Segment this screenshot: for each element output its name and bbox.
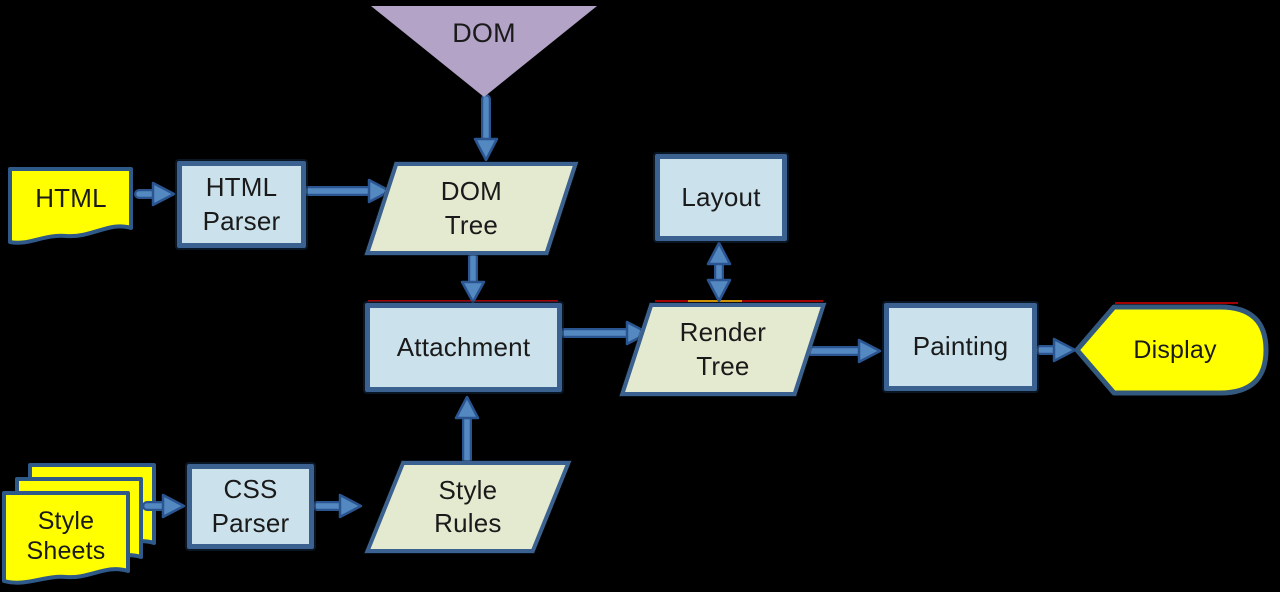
node-layout-label: Layout — [681, 181, 761, 212]
arrow-render-tree-to-painting — [799, 338, 882, 364]
node-dom-tree: DOM Tree — [364, 162, 578, 255]
arrow-css-parser-to-style-rules — [312, 493, 363, 519]
node-display: Display — [1100, 325, 1250, 375]
node-html-parser: HTML Parser — [177, 161, 306, 248]
node-css-parser: CSS Parser — [187, 464, 314, 549]
node-html: HTML — [12, 178, 130, 220]
node-render-tree: Render Tree — [619, 303, 826, 396]
node-attachment: Attachment — [365, 303, 562, 392]
arrow-dom-to-dom-tree — [473, 94, 499, 162]
arrow-style-sheets-to-css-parser — [142, 493, 186, 519]
node-dom-label: DOM — [452, 18, 516, 48]
node-attachment-label: Attachment — [396, 331, 531, 362]
node-painting-label: Painting — [912, 331, 1009, 362]
arrow-dom-tree-to-attachment — [460, 252, 486, 304]
node-display-label: Display — [1133, 336, 1217, 364]
arrow-layout-render-tree-bidirectional — [706, 241, 732, 303]
node-html-parser-label: HTML Parser — [202, 172, 281, 236]
node-style-sheets-label: Style Sheets — [26, 506, 106, 566]
node-style-rules: Style Rules — [364, 461, 571, 553]
arrow-style-rules-to-attachment — [454, 395, 480, 465]
arrow-html-parser-to-dom-tree — [303, 178, 392, 204]
arrow-html-to-html-parser — [134, 181, 176, 207]
node-layout: Layout — [655, 154, 787, 241]
node-display-shape — [1074, 304, 1269, 396]
node-html-shape — [8, 167, 133, 245]
node-css-parser-label: CSS Parser — [211, 474, 290, 538]
node-dom-tree-label: DOM Tree — [440, 176, 503, 240]
arrow-painting-to-display — [1035, 337, 1077, 363]
node-render-tree-label: Render Tree — [679, 317, 767, 381]
arrow-attachment-to-render-tree — [559, 320, 650, 346]
node-style-sheets-shape — [2, 463, 156, 585]
node-painting: Painting — [884, 303, 1037, 391]
node-html-label: HTML — [35, 183, 107, 214]
node-style-sheets: Style Sheets — [4, 496, 128, 576]
node-style-rules-label: Style Rules — [434, 474, 502, 538]
